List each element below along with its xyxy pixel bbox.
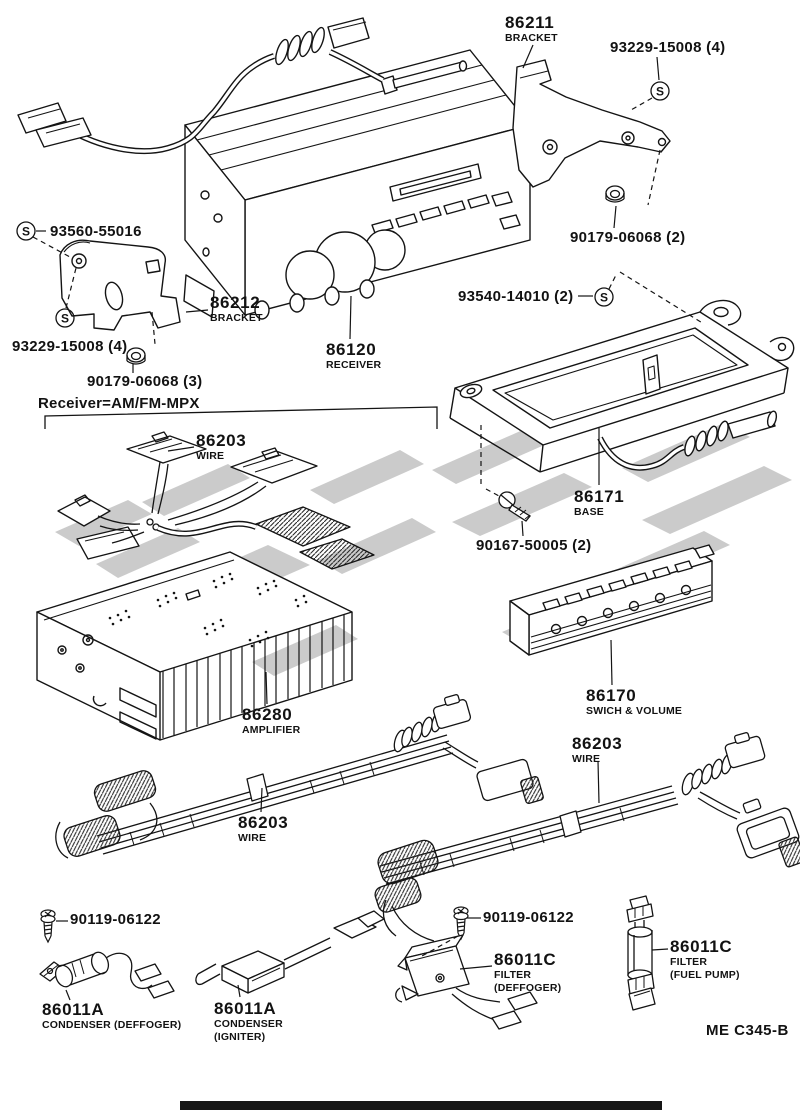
part-name: CONDENSER (DEFFOGER) (42, 1019, 182, 1031)
part-name: SWICH & VOLUME (586, 705, 683, 717)
part-name: RECEIVER (326, 359, 382, 371)
part-name: AMPLIFIER (242, 724, 301, 736)
filter-fuelpump-drawing (626, 895, 656, 1011)
label-86011c-fuelpump: 86011C FILTER (FUEL PUMP) (670, 938, 740, 980)
wire-86203-right-drawing (374, 732, 800, 942)
amplifier-86280-drawing (36, 551, 353, 741)
label-90179-left: 90179-06068 (3) (87, 373, 203, 390)
label-93560: 93560-55016 (50, 223, 142, 240)
page-bottom-bar (180, 1101, 662, 1110)
part-number: 86280 (242, 705, 293, 724)
label-93540: 93540-14010 (2) (458, 288, 574, 305)
label-86280: 86280 AMPLIFIER (242, 706, 300, 736)
base-86171-drawing (449, 299, 795, 473)
figure-code: ME C345-B (706, 1022, 789, 1039)
label-86212: 86212 BRACKET (210, 294, 263, 324)
part-number: 86203 (238, 813, 289, 832)
part-number: 86011A (214, 999, 277, 1018)
screw-symbol-letter: S (22, 225, 30, 239)
part-number: 86171 (574, 487, 625, 506)
part-name: FILTER (670, 956, 708, 968)
screw-symbol-left-lower: S (55, 308, 75, 328)
part-name-2: (FUEL PUMP) (670, 968, 740, 981)
part-number: 86212 (210, 293, 261, 312)
part-name-2: (DEFFOGER) (494, 981, 562, 994)
part-number: 86011A (42, 1000, 105, 1019)
label-90179-right: 90179-06068 (2) (570, 229, 686, 246)
part-number: 86170 (586, 686, 637, 705)
label-90119-right: 90119-06122 (483, 909, 574, 926)
part-name: CONDENSER (214, 1018, 283, 1030)
label-90119-left: 90119-06122 (70, 911, 161, 928)
part-name: BRACKET (210, 312, 263, 324)
condenser-igniter-drawing (195, 910, 385, 994)
label-86011a-igniter: 86011A CONDENSER (IGNITER) (214, 1000, 283, 1042)
label-86171: 86171 BASE (574, 488, 624, 518)
part-number: 86211 (505, 13, 555, 32)
wire-86203-top-drawing (57, 431, 375, 570)
label-86203-top: 86203 WIRE (196, 432, 246, 462)
condenser-deffoger-drawing (39, 951, 175, 999)
part-name: WIRE (196, 450, 225, 462)
part-number: 86120 (326, 340, 377, 359)
bracket-86211-drawing (512, 59, 671, 188)
part-name: BRACKET (505, 32, 558, 44)
group-bracket-line (44, 406, 438, 429)
label-86120: 86120 RECEIVER (326, 341, 381, 371)
label-86011a-deffoger: 86011A CONDENSER (DEFFOGER) (42, 1001, 181, 1031)
label-86170: 86170 SWICH & VOLUME (586, 687, 682, 717)
label-leader-lines (36, 44, 669, 1001)
receiver-group-note: Receiver=AM/FM-MPX (38, 395, 200, 412)
label-86011c-deffoger: 86011C FILTER (DEFFOGER) (494, 951, 561, 993)
part-number: 86011C (670, 937, 733, 956)
part-name: WIRE (572, 753, 601, 765)
part-number: 86011C (494, 950, 557, 969)
part-name-2: (IGNITER) (214, 1030, 266, 1043)
screw-symbol-top-right: S (650, 81, 670, 101)
label-90167: 90167-50005 (2) (476, 537, 592, 554)
screw-symbol-letter: S (656, 85, 664, 99)
bracket-86212-drawing (59, 239, 181, 331)
label-86203-left: 86203 WIRE (238, 814, 288, 844)
screw-symbol-letter: S (61, 312, 69, 326)
part-name: FILTER (494, 969, 532, 981)
label-93229-left: 93229-15008 (4) (12, 338, 128, 355)
label-86211: 86211 BRACKET (505, 14, 558, 44)
part-name: WIRE (238, 832, 267, 844)
screw-90119-right (453, 906, 469, 940)
nut-90179-right (605, 185, 625, 203)
screw-90167-drawing (498, 491, 531, 522)
screw-90119-left (40, 909, 56, 943)
screw-symbol-base: S (594, 287, 614, 307)
part-name: BASE (574, 506, 604, 518)
dashed-leader-lines (32, 97, 705, 957)
nut-90179-left (126, 347, 146, 365)
wire-86203-left-drawing (55, 694, 544, 859)
screw-symbol-letter: S (600, 291, 608, 305)
part-number: 86203 (196, 431, 247, 450)
label-93229-top-right: 93229-15008 (4) (610, 39, 726, 56)
part-number: 86203 (572, 734, 623, 753)
switch-volume-86170-drawing (509, 544, 715, 656)
receiver-86120-drawing (17, 17, 531, 320)
label-86203-right: 86203 WIRE (572, 735, 622, 765)
screw-symbol-left-upper: S (16, 221, 36, 241)
